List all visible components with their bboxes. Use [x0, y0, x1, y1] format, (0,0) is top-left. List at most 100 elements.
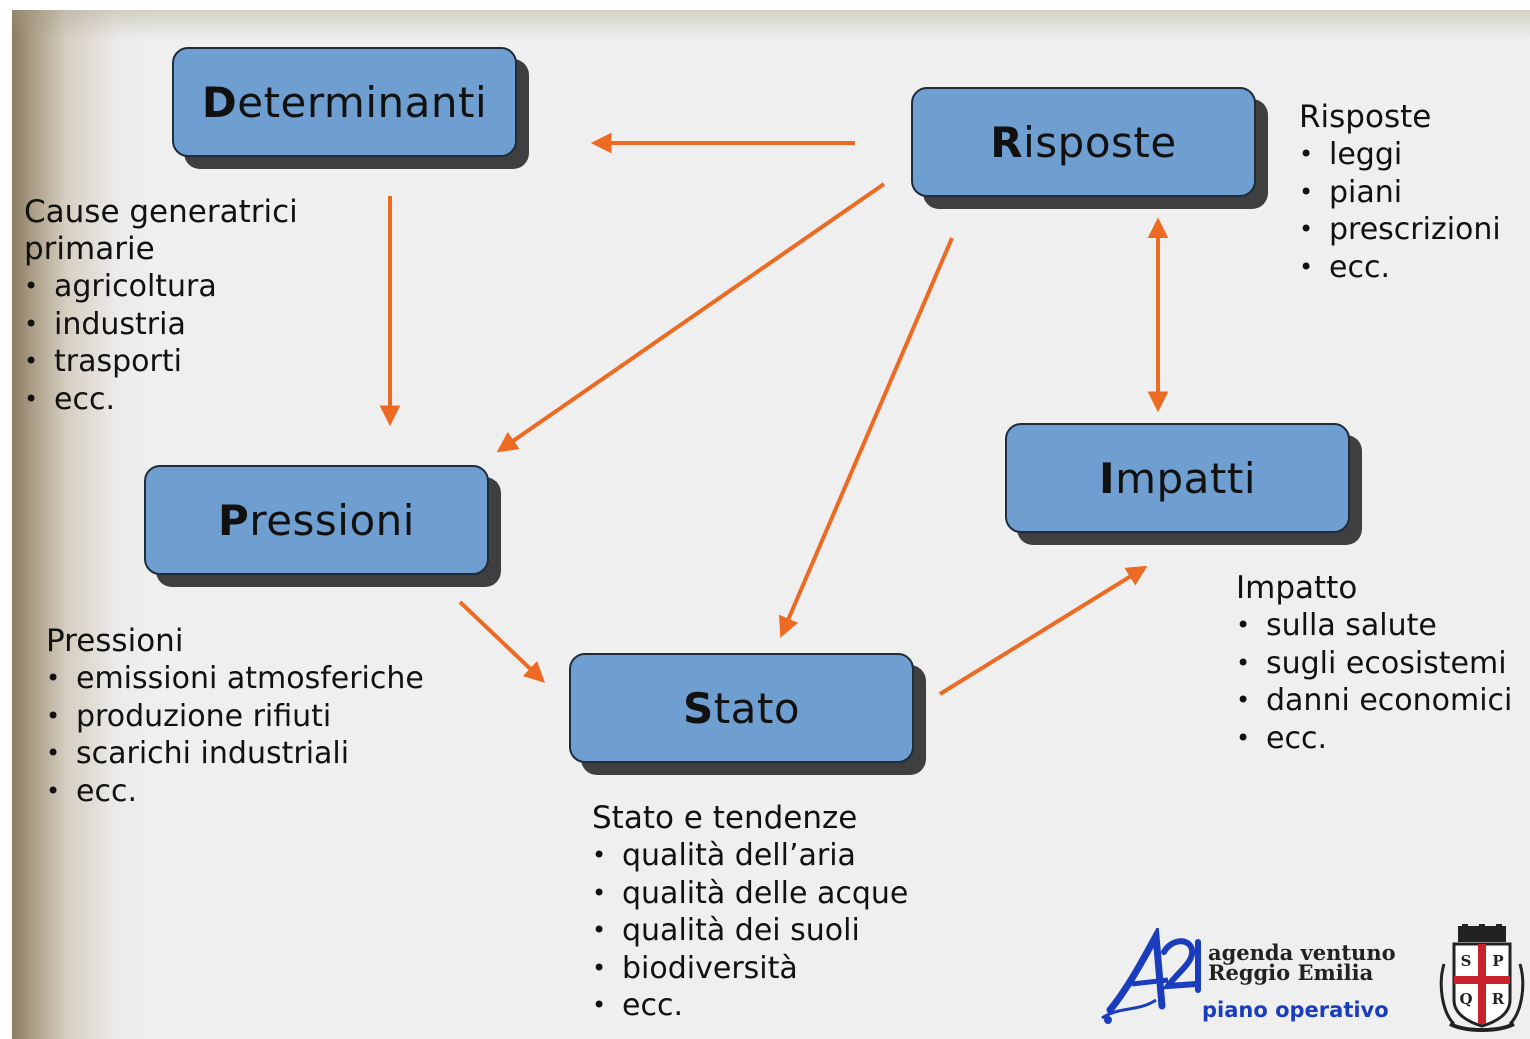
list-item-text: prescrizioni — [1329, 212, 1501, 247]
list-item-text: trasporti — [54, 344, 182, 379]
bullet: • — [1299, 140, 1314, 168]
agenda21-logo: agenda ventuno Reggio Emilia piano opera… — [1098, 928, 1410, 1028]
list-item-text: scarichi industriali — [76, 736, 350, 771]
box-stato-rest: tato — [713, 683, 801, 733]
list-item: • qualità dei suoli — [592, 912, 908, 950]
list-item-text: sulla salute — [1266, 608, 1437, 643]
bullet: • — [24, 309, 39, 338]
block-cause-list: • agricoltura • industria • trasporti • ecc. — [24, 268, 298, 418]
list-item-text: qualità dei suoli — [622, 913, 860, 948]
bullet: • — [1236, 648, 1251, 677]
block-pressioni-heading: Pressioni — [46, 623, 184, 659]
block-stato-heading: Stato e tendenze — [592, 800, 858, 836]
block-cause: Cause generatrici primarie • agricoltura … — [24, 194, 298, 418]
block-risposte-list: • leggi • piani • prescrizioni • ecc. — [1299, 136, 1501, 286]
bullet: • — [1236, 723, 1251, 752]
arrow-stato-to-impatti — [938, 565, 1148, 696]
bullet: • — [1299, 252, 1314, 281]
box-impatti-initial: I — [1098, 453, 1116, 503]
agenda21-mark-icon — [1101, 928, 1201, 1024]
list-item: • qualità delle acque — [592, 875, 908, 913]
box-stato-initial: S — [682, 683, 714, 733]
list-item: • leggi — [1299, 136, 1501, 174]
spqr-crest-icon: S P Q R — [1439, 924, 1525, 1032]
list-item: • scarichi industriali — [46, 735, 424, 773]
crest-letter-p: P — [1492, 952, 1503, 970]
list-item-text: emissioni atmosferiche — [76, 661, 424, 696]
list-item: • ecc. — [1236, 720, 1512, 758]
bullet: • — [24, 272, 39, 300]
list-item-text: qualità dell’aria — [622, 838, 856, 873]
agenda21-line3: piano operativo — [1202, 998, 1389, 1022]
list-item-text: sugli ecosistemi — [1266, 645, 1507, 681]
list-item-text: leggi — [1329, 137, 1403, 172]
list-item: • industria — [24, 306, 298, 344]
box-determinanti-initial: D — [201, 77, 238, 127]
list-item-text: qualità delle acque — [622, 875, 909, 911]
block-stato-list: •qualità dell’aria •qualità delle acque … — [592, 837, 908, 1025]
agenda21-line1: agenda ventuno — [1208, 940, 1396, 965]
list-item-text: agricoltura — [54, 269, 217, 304]
bullet: • — [46, 701, 61, 730]
block-impatto-list: • sulla salute • sugli ecosistemi • danni e… — [1236, 607, 1512, 757]
bullet: • — [592, 916, 607, 944]
list-item: • produzione rifiuti — [46, 698, 424, 736]
bullet: • — [1236, 686, 1251, 714]
block-impatto-heading: Impatto — [1236, 570, 1358, 606]
list-item-text: ecc. — [622, 988, 683, 1023]
top-fade — [12, 10, 1530, 40]
bullet: • — [1299, 215, 1314, 243]
list-item-text: piani — [1329, 174, 1403, 210]
crest-letter-q: Q — [1459, 990, 1472, 1008]
bullet: • — [46, 739, 61, 767]
arrows-layer — [379, 132, 1169, 696]
block-pressioni-list: • emissioni atmosferiche • produzione rifi… — [46, 660, 424, 810]
block-risposte: Risposte • leggi • piani • prescrizioni • ec… — [1299, 99, 1501, 286]
arrow-risposte-to-stato — [779, 237, 954, 638]
agenda21-line2: Reggio Emilia — [1208, 960, 1374, 985]
list-item-text: biodiversità — [622, 950, 798, 986]
list-item-text: industria — [54, 306, 186, 342]
bullet: • — [592, 953, 607, 982]
block-impatto: Impatto • sulla salute • sugli ecosistemi … — [1236, 570, 1512, 757]
crest-letter-s: S — [1461, 952, 1472, 970]
list-item: • agricoltura — [24, 268, 298, 306]
arrow-pressioni-to-stato — [458, 600, 546, 683]
bullet: • — [1299, 177, 1314, 206]
list-item: • trasporti — [24, 343, 298, 381]
list-item: • sulla salute — [1236, 607, 1512, 645]
list-item: • prescrizioni — [1299, 211, 1501, 249]
block-cause-heading-1: Cause generatrici — [24, 194, 298, 230]
bullet: • — [24, 384, 39, 413]
list-item: • biodiversità — [592, 950, 908, 988]
block-stato: Stato e tendenze •qualità dell’aria •qua… — [592, 800, 908, 1025]
box-risposte-initial: R — [990, 117, 1024, 167]
list-item: •qualità dell’aria — [592, 837, 908, 875]
bullet: • — [1236, 611, 1251, 639]
bullet: • — [592, 991, 607, 1019]
bullet: • — [24, 347, 39, 375]
block-pressioni: Pressioni • emissioni atmosferiche • produ… — [46, 623, 424, 810]
list-item-text: ecc. — [1329, 249, 1390, 285]
list-item: • ecc. — [24, 381, 298, 419]
block-cause-heading-2: primarie — [24, 231, 155, 267]
box-determinanti-rest: eterminanti — [237, 77, 488, 127]
box-risposte-rest: isposte — [1023, 117, 1177, 167]
list-item-text: ecc. — [1266, 720, 1327, 756]
box-impatti-rest: mpatti — [1115, 453, 1257, 503]
box-pressioni-rest: ressioni — [249, 495, 415, 545]
list-item-text: produzione rifiuti — [76, 698, 332, 734]
list-item-text: danni economici — [1266, 683, 1513, 718]
box-pressioni-initial: P — [218, 495, 250, 545]
list-item: • ecc. — [1299, 249, 1501, 287]
list-item-text: ecc. — [54, 381, 115, 417]
list-item: • piani — [1299, 174, 1501, 212]
block-risposte-heading: Risposte — [1299, 99, 1432, 135]
list-item: • sugli ecosistemi — [1236, 645, 1512, 683]
bullet: • — [592, 878, 607, 907]
